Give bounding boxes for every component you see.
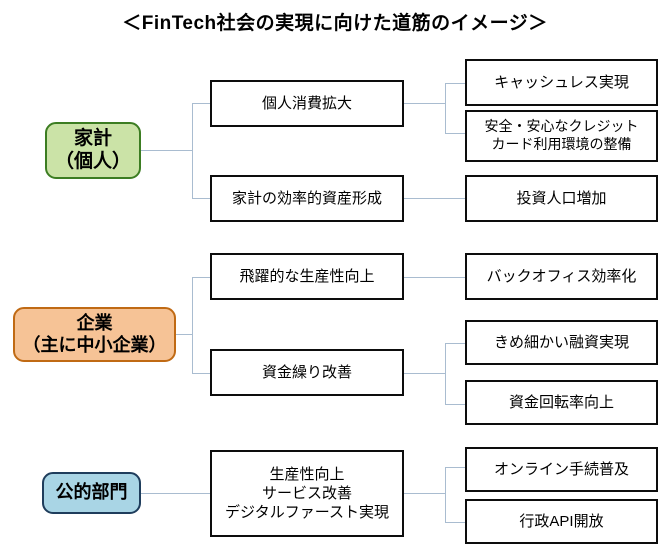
box-credit-card-environment-line2: カード利用環境の整備 <box>491 136 632 152</box>
connector-cashflow-vertical <box>445 343 446 404</box>
box-credit-card-environment[interactable]: 安全・安心なクレジット カード利用環境の整備 <box>465 110 658 162</box>
box-productivity-leap-label: 飛躍的な生産性向上 <box>239 267 375 285</box>
actor-household-line1: 家計 <box>73 128 112 150</box>
connector-company-vertical <box>192 277 193 373</box>
connector-household-to-consumption <box>192 103 211 104</box>
connector-consumption-vertical <box>445 83 446 134</box>
box-investor-population-label: 投資人口増加 <box>516 189 607 207</box>
box-online-procedures[interactable]: オンライン手続普及 <box>465 447 658 492</box>
connector-cashflow-trunk <box>403 373 445 374</box>
connector-goals-trunk <box>403 493 445 494</box>
actor-public-sector[interactable]: 公的部門 <box>42 472 141 514</box>
actor-company-line1: 企業 <box>76 313 113 334</box>
connector-company-to-productivity <box>192 277 211 278</box>
actor-company-line2: （主に中小企業） <box>22 334 167 355</box>
box-online-procedures-label: オンライン手続普及 <box>493 460 629 478</box>
box-public-goals[interactable]: 生産性向上 サービス改善 デジタルファースト実現 <box>210 450 404 537</box>
box-public-goals-line1: 生産性向上 <box>269 465 345 483</box>
box-capital-turnover[interactable]: 資金回転率向上 <box>465 380 658 425</box>
connector-household-trunk <box>141 150 192 151</box>
connector-goals-vertical <box>445 467 446 522</box>
box-personal-consumption-label: 個人消費拡大 <box>261 94 352 112</box>
box-capital-turnover-label: 資金回転率向上 <box>508 393 614 411</box>
connector-household-vertical <box>192 103 193 199</box>
page-title: ＜FinTech社会の実現に向けた道筋のイメージ＞ <box>122 13 548 34</box>
box-public-goals-line2: サービス改善 <box>261 484 352 502</box>
connector-cashflow-to-lending <box>445 343 466 344</box>
box-investor-population[interactable]: 投資人口増加 <box>465 175 658 222</box>
box-cashflow-improvement-label: 資金繰り改善 <box>261 363 352 381</box>
box-cashless-label: キャッシュレス実現 <box>494 73 629 91</box>
connector-company-trunk <box>176 334 192 335</box>
actor-public-line1: 公的部門 <box>55 482 128 503</box>
box-public-goals-line3: デジタルファースト実現 <box>225 504 389 522</box>
actor-company[interactable]: 企業 （主に中小企業） <box>13 307 176 362</box>
box-government-api[interactable]: 行政API開放 <box>465 499 658 544</box>
box-household-asset-formation-label: 家計の効率的資産形成 <box>231 189 382 207</box>
box-back-office-efficiency[interactable]: バックオフィス効率化 <box>465 253 658 300</box>
box-cashless[interactable]: キャッシュレス実現 <box>465 59 658 106</box>
box-personal-consumption[interactable]: 個人消費拡大 <box>210 80 404 127</box>
box-household-asset-formation[interactable]: 家計の効率的資産形成 <box>210 175 404 222</box>
box-credit-card-environment-line1: 安全・安心なクレジット <box>484 118 639 135</box>
box-fine-grained-lending-label: きめ細かい融資実現 <box>493 333 629 351</box>
connector-public-to-goals <box>141 493 211 494</box>
box-fine-grained-lending[interactable]: きめ細かい融資実現 <box>465 320 658 365</box>
connector-productivity-to-backoffice <box>403 277 466 278</box>
connector-consumption-trunk <box>403 103 445 104</box>
box-government-api-label: 行政API開放 <box>519 512 604 530</box>
box-back-office-efficiency-label: バックオフィス効率化 <box>486 267 637 285</box>
connector-company-to-cashflow <box>192 373 211 374</box>
connector-goals-to-api <box>445 522 466 523</box>
box-cashflow-improvement[interactable]: 資金繰り改善 <box>210 349 404 396</box>
box-productivity-leap[interactable]: 飛躍的な生産性向上 <box>210 253 404 300</box>
connector-goals-to-online <box>445 467 466 468</box>
connector-consumption-to-cashless <box>445 83 466 84</box>
connector-cashflow-to-turnover <box>445 404 466 405</box>
connector-consumption-to-credit <box>445 133 466 134</box>
actor-household[interactable]: 家計 （個人） <box>45 122 141 179</box>
connector-asset-to-investors <box>403 198 466 199</box>
connector-household-to-asset <box>192 198 211 199</box>
actor-household-line2: （個人） <box>54 150 131 172</box>
